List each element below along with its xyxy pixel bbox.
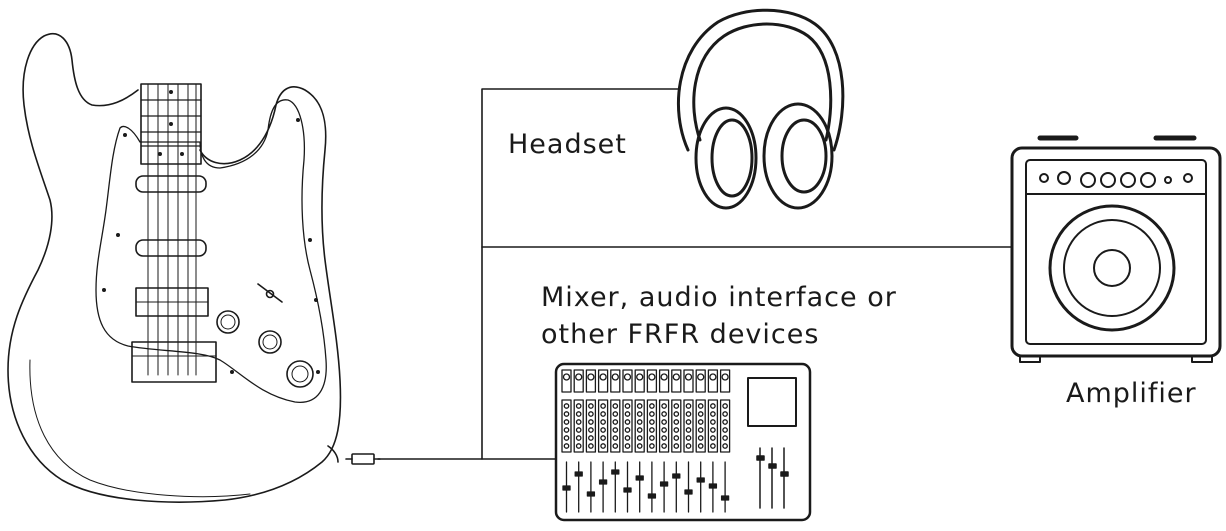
fretboard-frets (140, 99, 202, 147)
master-fader (768, 447, 777, 509)
mixer-channel (671, 369, 682, 513)
amplifier-icon (1010, 135, 1222, 363)
master-fader (780, 447, 789, 509)
pickup-selector (257, 283, 283, 303)
mixer-icon (554, 362, 812, 522)
mixer-channel (707, 369, 719, 513)
mixer-label-line2: other FRFR devices (541, 319, 820, 350)
pickguard-screws (102, 118, 320, 374)
master-fader (756, 447, 765, 509)
headset-label: Headset (508, 129, 627, 160)
mixer-display (747, 377, 797, 427)
middle-pickup (135, 239, 207, 257)
mixer-channel (585, 369, 597, 513)
headband (677, 8, 845, 152)
right-ear-cup (762, 102, 834, 210)
mixer-channel (719, 369, 731, 513)
mixer-channel-strips (561, 369, 731, 513)
mixer-channel (695, 369, 706, 513)
tone-knob (258, 330, 282, 354)
amp-controls (1039, 171, 1193, 188)
mixer-channel (597, 369, 609, 513)
guitar-body (7, 33, 342, 503)
mixer-label-line1: Mixer, audio interface or (541, 282, 897, 313)
mixer-channel (610, 369, 621, 513)
tone-knob-2 (286, 360, 314, 388)
connection-lines (377, 88, 1013, 460)
amp-cabinet (1010, 146, 1222, 358)
mixer-channel (683, 369, 694, 513)
volume-knob (216, 310, 240, 334)
neck-pickup (135, 175, 207, 193)
mixer-body (554, 362, 812, 522)
amp-speaker (1048, 204, 1176, 332)
amplifier-label: Amplifier (1066, 378, 1197, 409)
mixer-channel (561, 369, 572, 513)
cable-plug-icon (345, 453, 381, 465)
cable-line (377, 88, 681, 460)
left-ear-cup (694, 106, 758, 210)
bridge (131, 341, 217, 383)
pickguard (95, 99, 327, 403)
guitar-body-edge (29, 359, 251, 498)
guitar-icon (7, 33, 342, 503)
guitar-neck (140, 83, 202, 165)
headphones-icon (677, 8, 845, 210)
mixer-channel (658, 369, 670, 513)
mixer-channel (622, 369, 633, 513)
fret-markers (158, 90, 184, 156)
mixer-channel (646, 369, 658, 513)
mixer-channel (573, 369, 584, 513)
mixer-master-faders (756, 447, 789, 509)
output-jack (327, 445, 339, 463)
mixer-channel (634, 369, 645, 513)
guitar-strings (147, 83, 197, 376)
